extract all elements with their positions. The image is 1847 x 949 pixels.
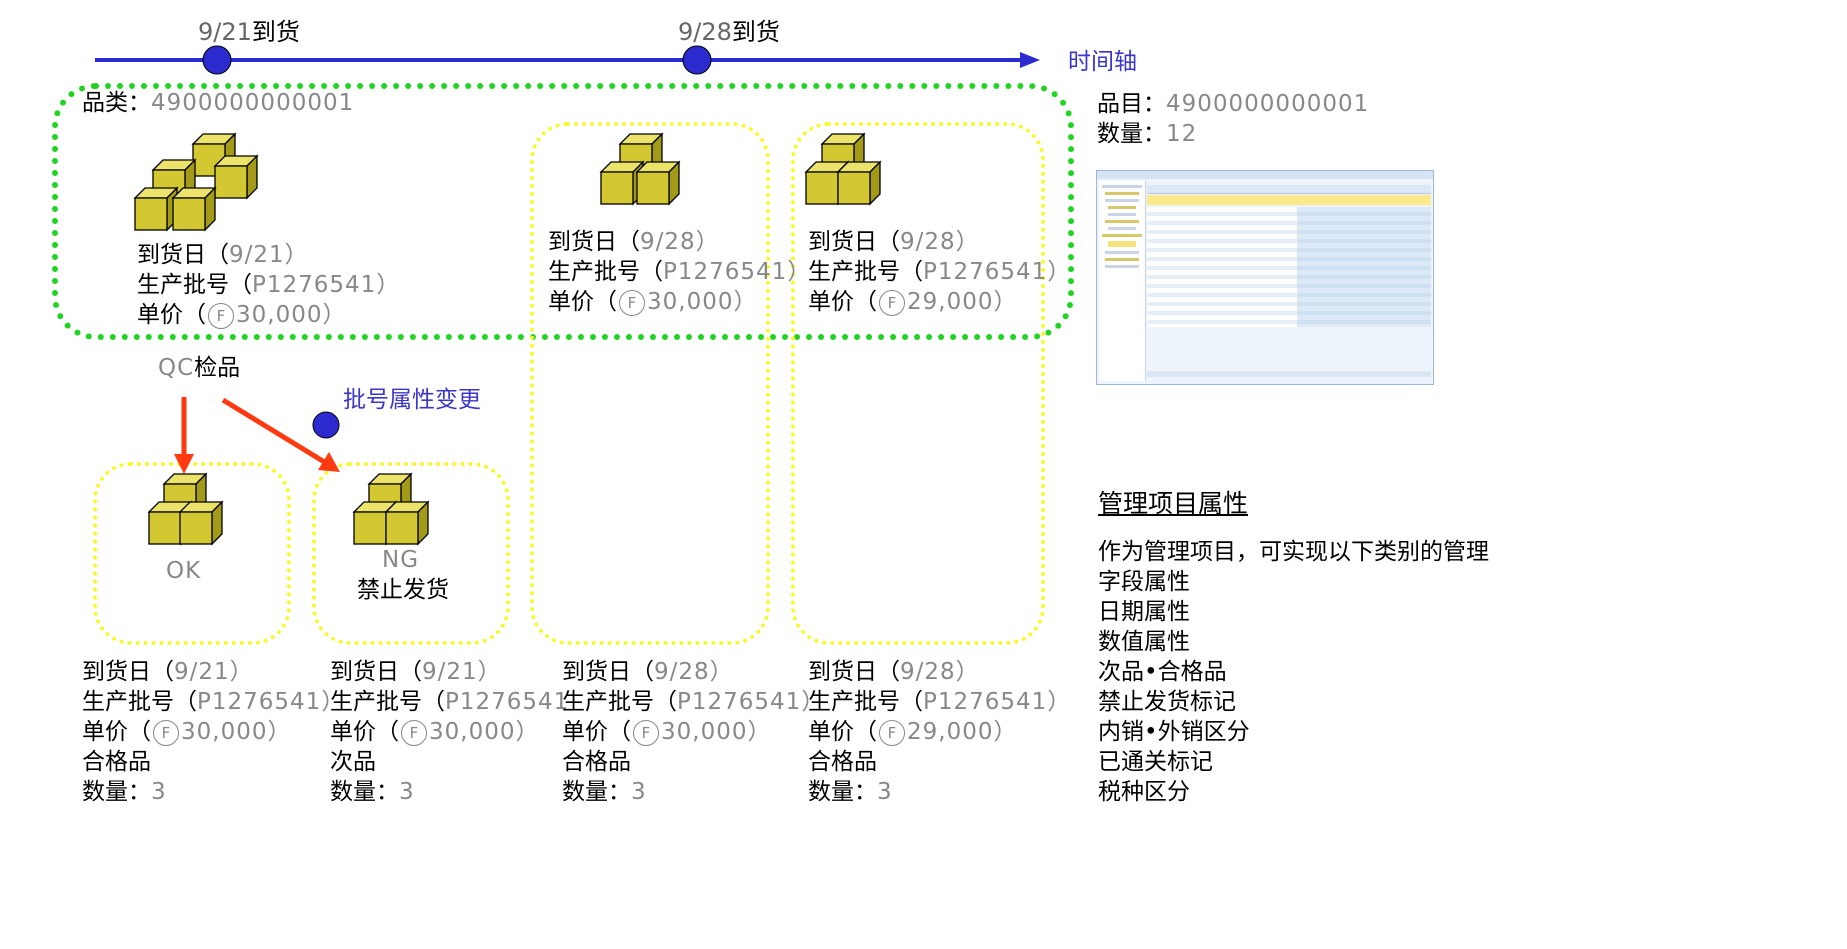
ok-group-box [93, 462, 291, 645]
timeline-event-label-2: 9/28到货 [678, 18, 780, 46]
ng-sub-label: 禁止发货 [357, 577, 449, 603]
lot-group-box-928-a [530, 122, 770, 645]
mgmt-item: 字段属性 [1098, 569, 1190, 595]
mgmt-item: 内销•外销区分 [1098, 719, 1250, 745]
mgmt-item: 已通关标记 [1098, 749, 1213, 775]
mgmt-item: 日期属性 [1098, 599, 1190, 625]
thumb-rows-right [1297, 207, 1431, 327]
category-label: 品类：4900000000001 [82, 90, 355, 116]
software-screenshot-thumbnail [1096, 170, 1434, 385]
mgmt-item: 次品•合格品 [1098, 659, 1227, 685]
ok-label: OK [166, 558, 202, 584]
currency-icon: F [208, 303, 234, 329]
currency-icon: F [879, 720, 905, 746]
thumb-tree [1099, 181, 1146, 381]
thumb-header [1147, 185, 1431, 194]
currency-icon: F [619, 290, 645, 316]
qc-ng-arrow [221, 397, 328, 466]
ng-label: NG [382, 547, 420, 573]
qc-label: QC检品 [158, 355, 241, 381]
lot-change-label: 批号属性变更 [343, 387, 481, 413]
thumb-rows [1147, 207, 1297, 327]
mgmt-list: 作为管理项目，可实现以下类别的管理 字段属性 日期属性 数值属性 次品•合格品 … [1098, 537, 1489, 807]
item-info: 品目：4900000000001 数量：12 [1097, 91, 1370, 147]
category-group-box [52, 83, 1074, 340]
thumb-selected-row [1147, 195, 1431, 205]
currency-icon: F [879, 290, 905, 316]
mgmt-title: 管理项目属性 [1098, 489, 1249, 518]
timeline-event-dot-2 [682, 45, 712, 75]
lot-group-box-928-b [791, 122, 1045, 645]
mgmt-item: 数值属性 [1098, 629, 1190, 655]
timeline-event-label-1: 9/21到货 [198, 18, 300, 46]
lot-change-dot [312, 411, 340, 439]
currency-icon: F [401, 720, 427, 746]
currency-icon: F [153, 720, 179, 746]
timeline-event-dot-1 [202, 45, 232, 75]
timeline [95, 45, 1040, 75]
mgmt-intro: 作为管理项目，可实现以下类别的管理 [1098, 539, 1489, 565]
mgmt-item: 禁止发货标记 [1098, 689, 1236, 715]
mgmt-item: 税种区分 [1098, 779, 1190, 805]
thumb-statusbar [1147, 371, 1431, 377]
thumb-titlebar [1097, 171, 1433, 179]
timeline-label: 时间轴 [1068, 49, 1137, 75]
ng-group-box [312, 462, 510, 645]
currency-icon: F [633, 720, 659, 746]
timeline-arrowhead [1020, 52, 1040, 68]
